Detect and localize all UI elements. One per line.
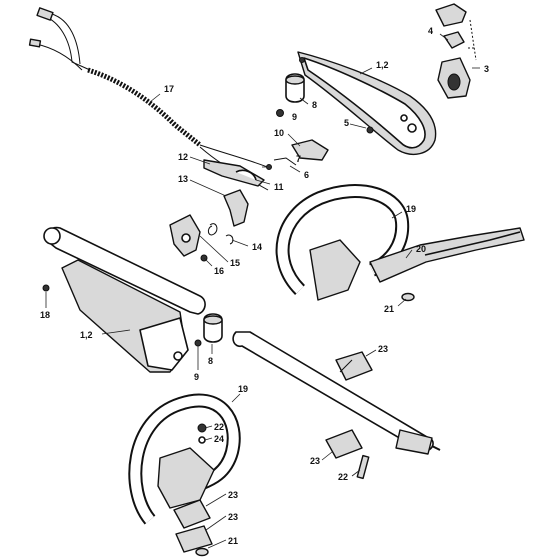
bracket-23-a xyxy=(335,351,373,381)
callout-9-mid: 9 xyxy=(194,372,199,382)
callout-6: 6 xyxy=(304,170,309,180)
callout-22-b: 22 xyxy=(338,472,348,482)
leader-lines xyxy=(45,33,480,549)
callout-12: 12 xyxy=(178,152,188,162)
callout-labels: 17 1,2 4 3 8 9 5 10 12 7 6 13 11 14 15 1… xyxy=(40,26,489,546)
top-handle-housing xyxy=(297,51,437,156)
callout-14: 14 xyxy=(252,242,262,252)
callout-22-a: 22 xyxy=(214,422,224,432)
wiring-harness xyxy=(28,7,271,191)
callout-19-bot: 19 xyxy=(238,384,248,394)
callout-24: 24 xyxy=(214,434,224,444)
callout-9-top: 9 xyxy=(292,112,297,122)
callout-11: 11 xyxy=(274,182,284,192)
loop-handle-bottom xyxy=(128,393,241,525)
callout-5: 5 xyxy=(344,118,349,128)
screw-5 xyxy=(366,126,374,134)
callout-19-top: 19 xyxy=(406,204,416,214)
callout-17: 17 xyxy=(164,84,174,94)
callout-23-c: 23 xyxy=(228,490,238,500)
throttle-trigger xyxy=(169,214,234,262)
bracket-23-lower xyxy=(173,429,370,557)
callout-13: 13 xyxy=(178,174,188,184)
callout-3: 3 xyxy=(484,64,489,74)
loop-handle-top xyxy=(275,184,525,302)
clamp-top xyxy=(276,73,305,117)
callout-21-top: 21 xyxy=(384,304,394,314)
callout-1-2-mid: 1,2 xyxy=(80,330,93,340)
callout-15: 15 xyxy=(230,258,240,268)
switch-lever-parts xyxy=(203,139,329,227)
callout-18: 18 xyxy=(40,310,50,320)
callout-16: 16 xyxy=(214,266,224,276)
callout-1-2-top: 1,2 xyxy=(376,60,389,70)
callout-8-mid: 8 xyxy=(208,356,213,366)
callout-8-top: 8 xyxy=(312,100,317,110)
callout-23-d: 23 xyxy=(228,512,238,522)
callout-23-b: 23 xyxy=(310,456,320,466)
shaft-tube xyxy=(232,331,441,455)
callout-10: 10 xyxy=(274,128,284,138)
callout-20: 20 xyxy=(416,244,426,254)
clamp-mid xyxy=(194,313,223,347)
callout-21-bot: 21 xyxy=(228,536,238,546)
callout-7: 7 xyxy=(296,154,301,164)
handle-housing-mid xyxy=(42,226,206,373)
switch-parts xyxy=(435,3,477,99)
callout-23-a: 23 xyxy=(378,344,388,354)
callout-4: 4 xyxy=(428,26,433,36)
